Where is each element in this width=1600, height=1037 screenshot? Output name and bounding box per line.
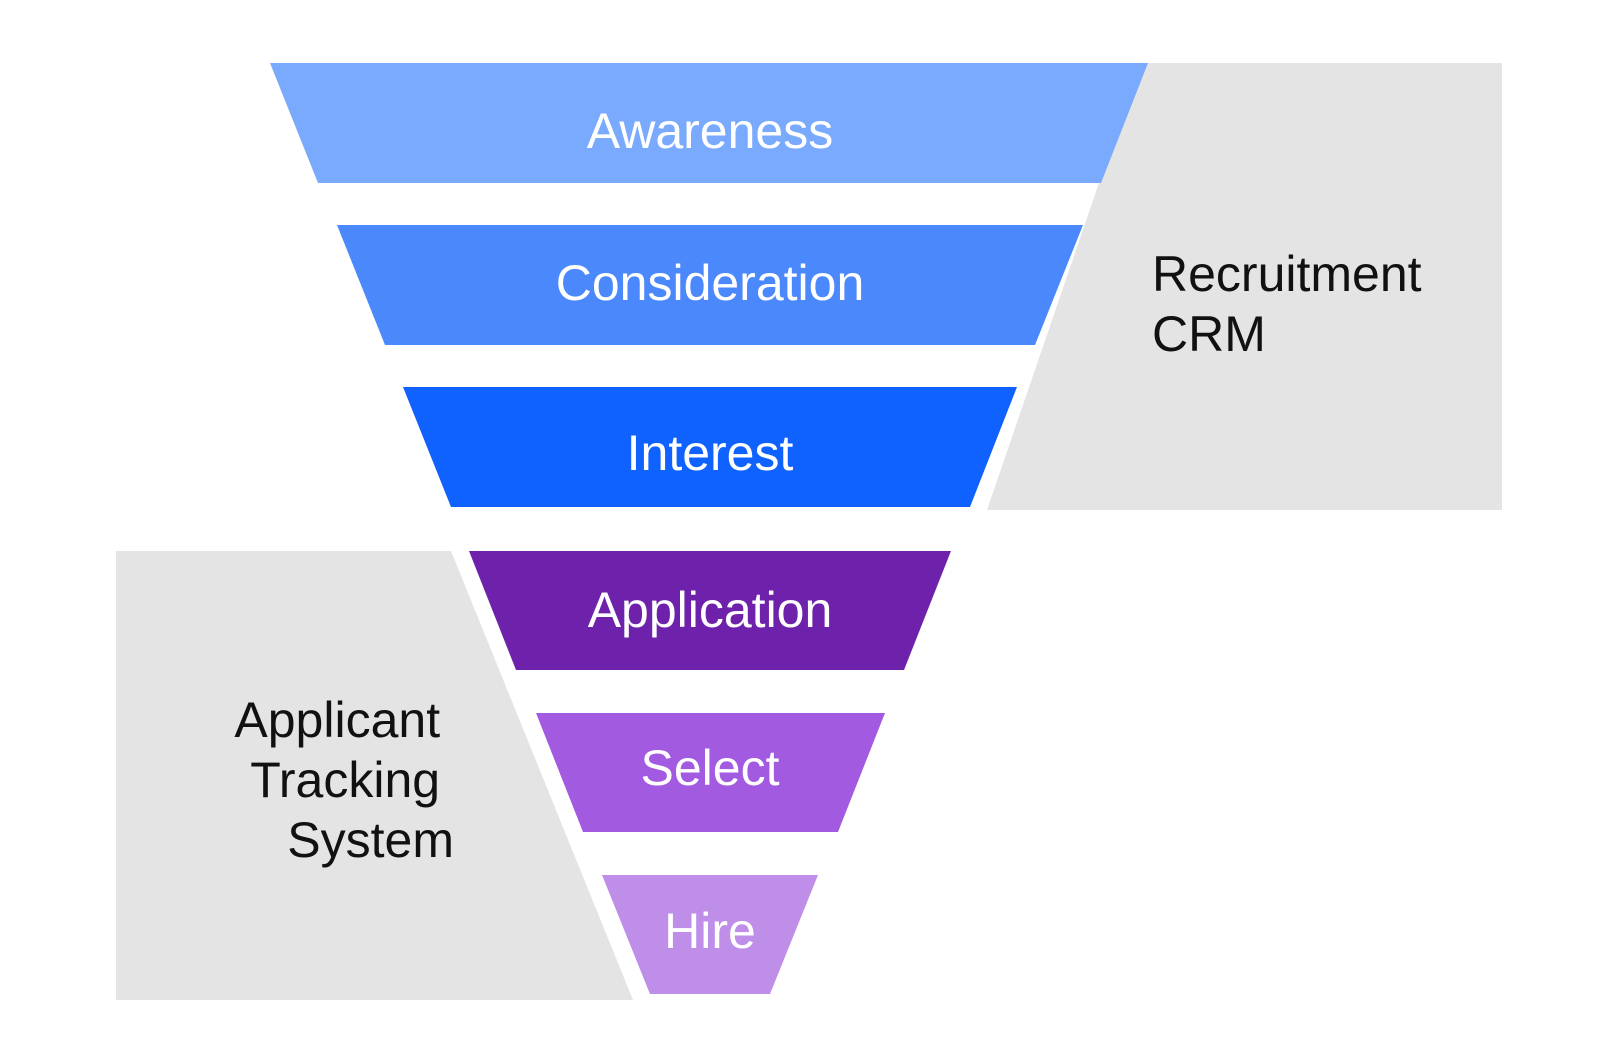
applicant-tracking-line-3: System [287,812,454,868]
application-band [469,551,951,670]
hire-label: Hire [664,903,756,959]
recruitment-crm-line-2: CRM [1152,306,1266,362]
consideration-label: Consideration [556,255,865,311]
interest-label: Interest [627,425,794,481]
awareness-band [270,63,1148,183]
recruitment-crm-label: Recruitment CRM [1152,246,1435,362]
funnel-stage-application: Application [469,551,951,670]
applicant-tracking-system-panel [116,551,633,1000]
funnel-stage-interest: Interest [403,387,1017,507]
recruitment-crm-line-1: Recruitment [1152,246,1422,302]
awareness-label: Awareness [587,103,833,159]
application-label: Application [588,582,833,638]
applicant-tracking-system-label: Applicant Tracking System [234,692,454,868]
funnel-stage-hire: Hire [602,875,818,994]
interest-band [403,387,1017,507]
funnel-stage-consideration: Consideration [337,225,1083,345]
applicant-tracking-line-2: Tracking [250,752,440,808]
select-label: Select [641,740,780,796]
hire-band [602,875,818,994]
select-band [536,713,885,832]
consideration-band [337,225,1083,345]
recruitment-crm-panel [987,63,1502,510]
funnel-stage-select: Select [536,713,885,832]
applicant-tracking-line-1: Applicant [234,692,440,748]
funnel-stage-awareness: Awareness [270,63,1148,183]
